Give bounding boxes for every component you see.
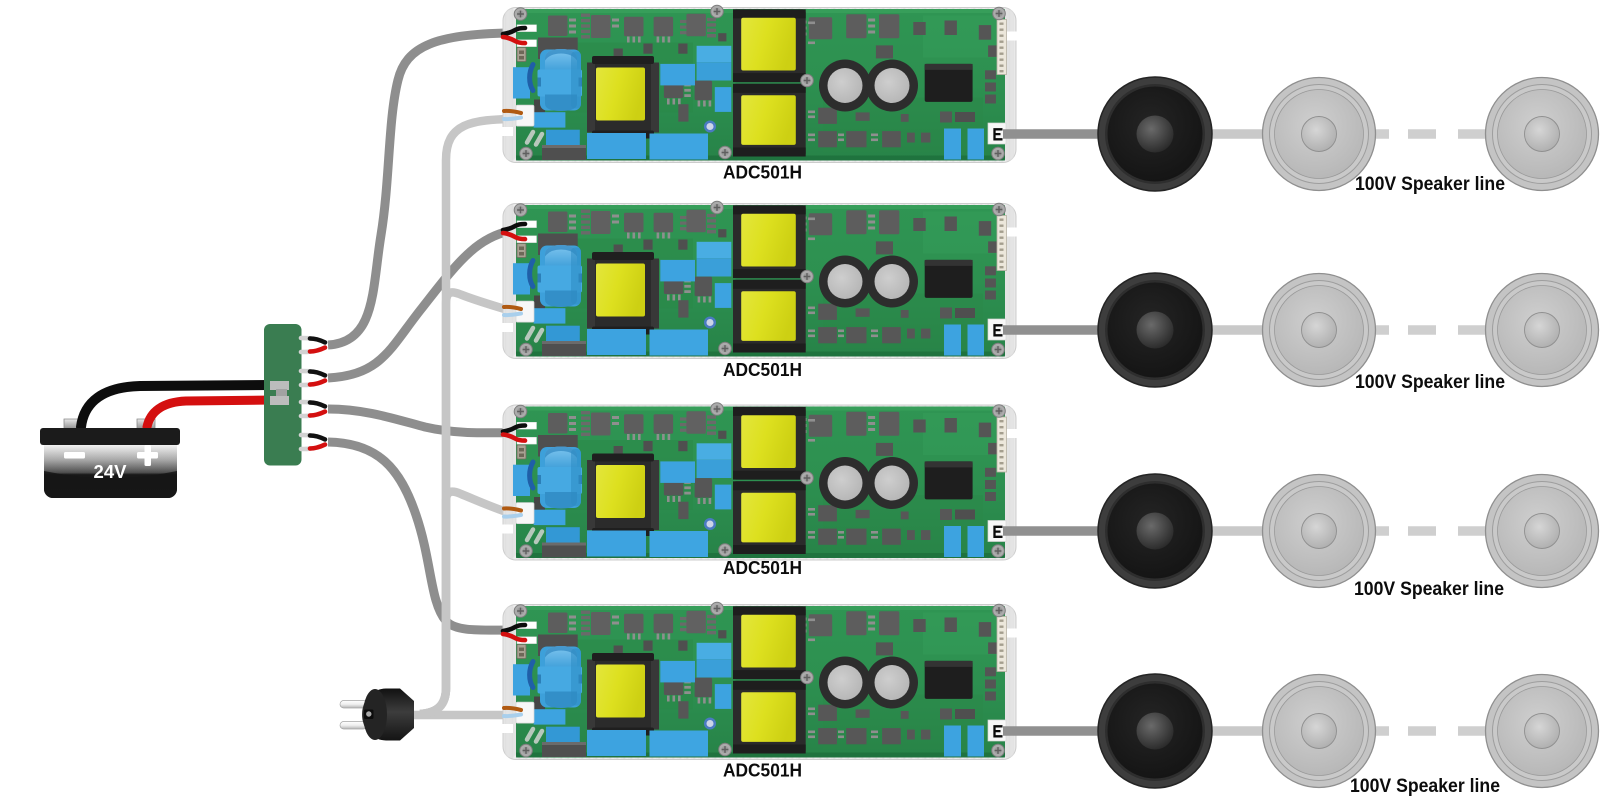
svg-text:ADC501H: ADC501H bbox=[723, 760, 802, 781]
svg-text:100V Speaker line: 100V Speaker line bbox=[1350, 775, 1500, 797]
svg-text:100V Speaker line: 100V Speaker line bbox=[1355, 173, 1505, 195]
svg-text:24V: 24V bbox=[94, 462, 127, 482]
svg-text:100V Speaker line: 100V Speaker line bbox=[1355, 371, 1505, 393]
svg-text:100V Speaker line: 100V Speaker line bbox=[1354, 578, 1504, 600]
svg-text:ADC501H: ADC501H bbox=[723, 359, 802, 380]
svg-text:ADC501H: ADC501H bbox=[723, 162, 802, 183]
svg-text:ADC501H: ADC501H bbox=[723, 557, 802, 578]
